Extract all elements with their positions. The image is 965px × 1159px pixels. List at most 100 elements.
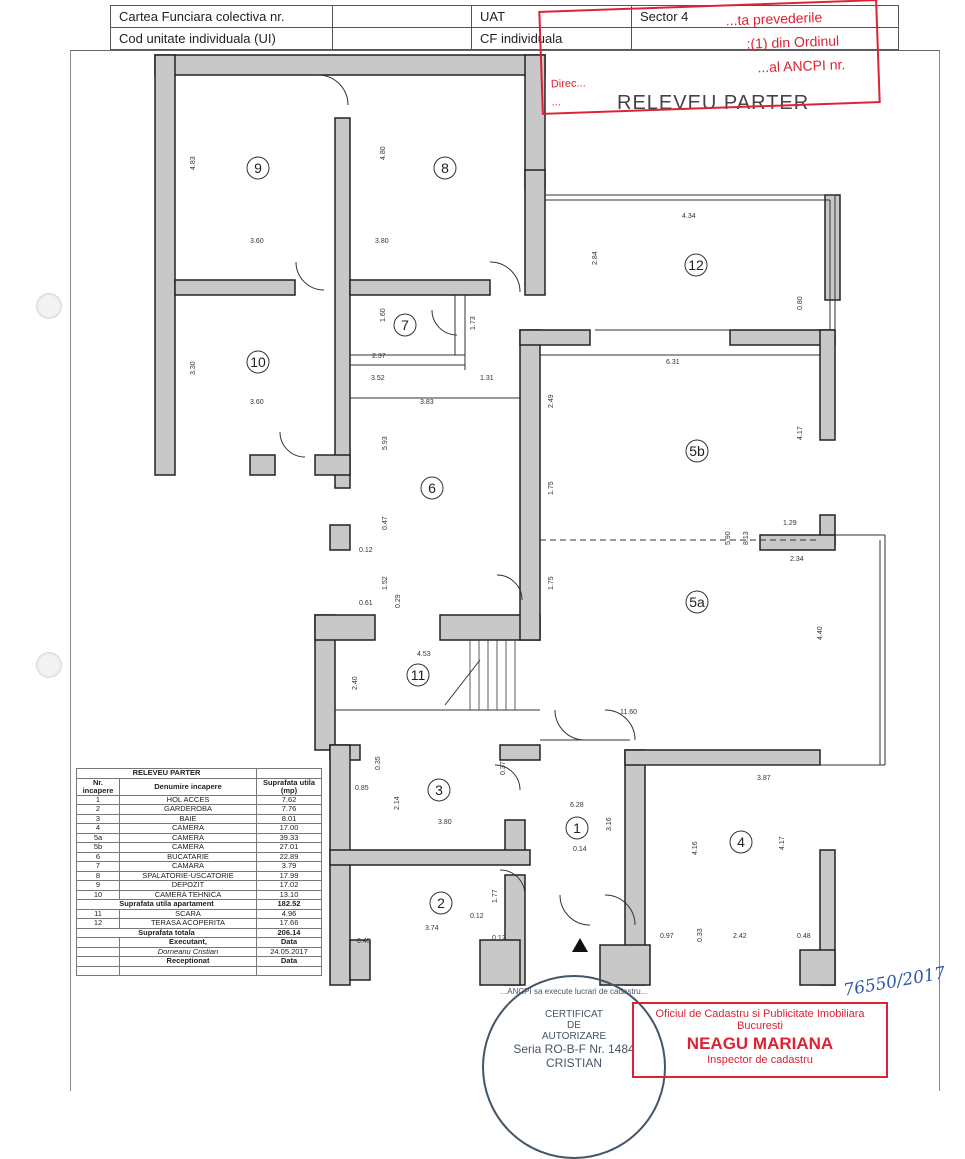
door-swing <box>559 894 591 926</box>
legend-header: Denumire incapere <box>119 777 257 796</box>
dimension-label: 0.47 <box>382 516 389 530</box>
dimension-label: 3.30 <box>190 361 197 375</box>
legend-cell: BUCATARIE <box>119 851 257 862</box>
dimension-label: 1.75 <box>548 576 555 590</box>
legend-receptionat: Receptionat <box>119 956 257 967</box>
red-stamp-inspector: Oficiul de Cadastru si Publicitate Imobi… <box>632 1002 888 1078</box>
dimension-label: 0.12 <box>359 547 373 554</box>
stamp-text: Oficiul de Cadastru si Publicitate Imobi… <box>655 1008 865 1020</box>
dimension-label: 0.37 <box>500 761 507 775</box>
wall <box>479 939 521 986</box>
legend-cell: CAMERA <box>119 842 257 853</box>
dimension-label: 6.28 <box>570 802 584 809</box>
seal-text: DE <box>567 1020 581 1031</box>
legend-cell: 3.79 <box>256 861 322 872</box>
seal-text: CRISTIAN <box>545 1056 602 1070</box>
inspector-role: Inspector de cadastru <box>707 1054 813 1066</box>
wall <box>174 279 296 296</box>
dimension-label: 2.34 <box>790 556 804 563</box>
room-number-circle <box>420 476 444 500</box>
legend-total-label: Suprafata totala <box>76 927 257 938</box>
dimension-label: 2.42 <box>733 933 747 940</box>
room-number-circle <box>729 830 753 854</box>
dimension-label: 2.49 <box>548 394 555 408</box>
room-number-circle <box>684 253 708 277</box>
legend-cell: 11 <box>76 908 120 919</box>
legend-cell: Data <box>256 937 322 948</box>
legend-total-value: 206.14 <box>256 927 322 938</box>
legend-cell: 7 <box>76 861 120 872</box>
legend-executant-date: 24.05.2017 <box>256 946 322 957</box>
room-number-label: 1 <box>573 820 581 836</box>
door-swing <box>317 74 349 106</box>
room-number-circle <box>565 816 589 840</box>
legend-cell: GARDEROBA <box>119 804 257 815</box>
dimension-label: 0.80 <box>797 296 804 310</box>
dimension-label: 4.17 <box>779 836 786 850</box>
door-swing <box>604 709 636 741</box>
legend-cell: 13.10 <box>256 889 322 900</box>
wall <box>524 169 546 296</box>
room-number-label: 9 <box>254 160 262 176</box>
dimension-label: 0.33 <box>697 928 704 942</box>
legend-cell: 5a <box>76 832 120 843</box>
stair-arrow <box>444 659 481 706</box>
wall <box>334 117 351 489</box>
door-swing <box>295 261 325 291</box>
legend-title: RELEVEU PARTER <box>76 768 257 779</box>
legend-cell: 17.00 <box>256 823 322 834</box>
dimension-label: 0.48 <box>797 933 811 940</box>
stamp-text: Bucuresti <box>737 1020 783 1032</box>
legend-subtotal-label: Suprafata utila apartament <box>76 899 257 910</box>
dimension-label: 3.83 <box>420 399 434 406</box>
header-cell: CF individuala <box>471 27 632 50</box>
legend-cell: 2 <box>76 804 120 815</box>
dimension-label: 3.60 <box>250 238 264 245</box>
room-number-circle <box>246 156 270 180</box>
dimension-label: 0.35 <box>375 756 382 770</box>
dimension-label: 0.29 <box>395 594 402 608</box>
legend-cell: 3 <box>76 813 120 824</box>
header-table: Cartea Funciara colectiva nr. UAT Sector… <box>110 5 899 50</box>
dimension-label: 4.17 <box>797 426 804 440</box>
wall <box>154 54 176 476</box>
room-number-label: 3 <box>435 782 443 798</box>
wall <box>314 614 376 641</box>
legend-cell: CAMERA <box>119 823 257 834</box>
wall <box>624 749 821 766</box>
legend-subtotal-value: 182.52 <box>256 899 322 910</box>
legend-cell: HOL ACCES <box>119 794 257 805</box>
stamp-text: ...al ANCPI nr. <box>757 56 846 76</box>
dimension-label: 2.84 <box>592 251 599 265</box>
wall <box>329 524 351 551</box>
legend-cell: 1 <box>76 794 120 805</box>
wall <box>599 944 651 986</box>
wall <box>329 849 531 866</box>
room-number-circle <box>433 156 457 180</box>
legend-cell: TERASA ACOPERITA <box>119 918 257 929</box>
legend-cell: 9 <box>76 880 120 891</box>
room-number-circle <box>393 313 417 337</box>
legend-cell: 39.33 <box>256 832 322 843</box>
dimension-label: 5.93 <box>382 436 389 450</box>
dimension-label: 3.80 <box>438 819 452 826</box>
legend-executant-name: Dorneanu Cristian <box>119 946 257 957</box>
legend-cell: 6 <box>76 851 120 862</box>
dimension-label: 1.73 <box>470 316 477 330</box>
dimension-label: 5.90 <box>725 531 732 545</box>
legend-cell: SCARA <box>119 908 257 919</box>
legend-cell: 22.89 <box>256 851 322 862</box>
legend-cell: DEPOZIT <box>119 880 257 891</box>
wall <box>499 744 541 761</box>
legend-cell: 17.66 <box>256 918 322 929</box>
room-number-circle <box>429 891 453 915</box>
header-cell: Cartea Funciara colectiva nr. <box>110 5 333 28</box>
legend-cell: 17.02 <box>256 880 322 891</box>
